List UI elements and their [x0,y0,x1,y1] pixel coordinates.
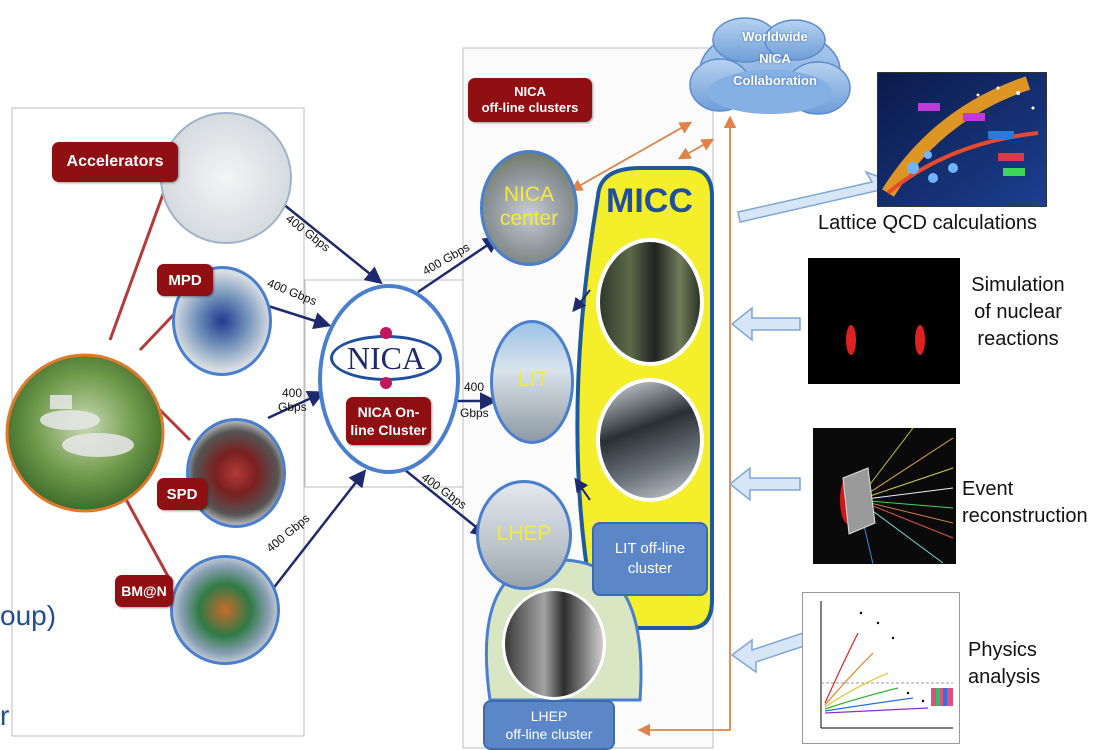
nica-logo-dot-top [380,327,392,339]
accelerators-label: Accelerators [52,142,178,182]
arrow-mpd-nica [264,303,332,330]
spd-detector-circle [186,418,286,528]
mpd-label: MPD [157,264,213,296]
physics-analysis-chart [802,592,960,744]
micc-title: MICC [606,182,693,220]
micc-server-room-2 [596,378,704,502]
block-arrow-simulation [730,306,801,342]
campus-circle [5,353,165,513]
bmn-label: BM@N [115,575,173,607]
event-reconstruction-graphic [840,428,954,564]
arrow-spd-nica [267,390,326,420]
bmn-detector-circle [170,555,280,665]
spd-label: SPD [157,478,207,510]
nica-logo-dot-bottom [380,377,392,389]
cut-text-1: oup) [0,600,57,631]
lhep-text: LHEP [496,522,552,545]
simulation-graphic [846,325,925,355]
arrow-cloud-lhep [637,115,737,737]
arrow-acc-nica [271,194,383,285]
lhep-circle [476,480,572,590]
lhep-offline-cluster-label: LHEP off-line cluster [483,700,615,750]
simulation-label: Simulation of nuclear reactions [971,274,1065,350]
lattice-qcd-graphic [878,73,1046,206]
arrow-bmn-nica [271,469,367,591]
micc-server-room-1 [596,238,704,366]
nica-offline-clusters-label: NICA off-line clusters [468,78,592,122]
link-label-nica-lit-2: Gbps [460,406,489,420]
simulation-image [808,258,960,384]
lattice-qcd-label: Lattice QCD calculations [818,212,1037,234]
link-label-nica-lit-1: 400 [464,380,485,394]
accelerators-circle [160,112,292,244]
worldwide-cloud-shape [689,17,851,115]
nica-center-circle [480,150,578,266]
cut-text-2: r [0,700,10,731]
arrow-nica-lhep [404,469,489,538]
nica-logo-text: NICA [346,339,426,376]
arrow-nica-center [417,236,501,294]
block-arrow-physics [730,631,811,674]
physics-analysis-graphic [820,601,953,729]
nica-logo: NICA [330,335,442,381]
block-arrow-event [728,466,801,502]
lit-circle [490,320,574,444]
link-label-spd-nica-2: Gbps [278,400,307,414]
nica-center-text: NICA center [499,183,559,230]
lhep-server-room-circle [502,588,606,700]
event-reconstruction-label: Event reconstruction [962,478,1088,527]
event-reconstruction-image [813,428,956,564]
nica-online-cluster-label: NICA On- line Cluster [346,397,431,445]
link-label-spd-nica-1: 400 [282,386,303,400]
lit-text: LIT [517,368,549,391]
physics-analysis-label: Physics analysis [968,639,1041,688]
worldwide-collaboration-text: Worldwide NICA Collaboration [733,29,817,88]
lattice-qcd-image [877,72,1047,207]
lit-offline-cluster-label: LIT off-line cluster [592,522,708,596]
